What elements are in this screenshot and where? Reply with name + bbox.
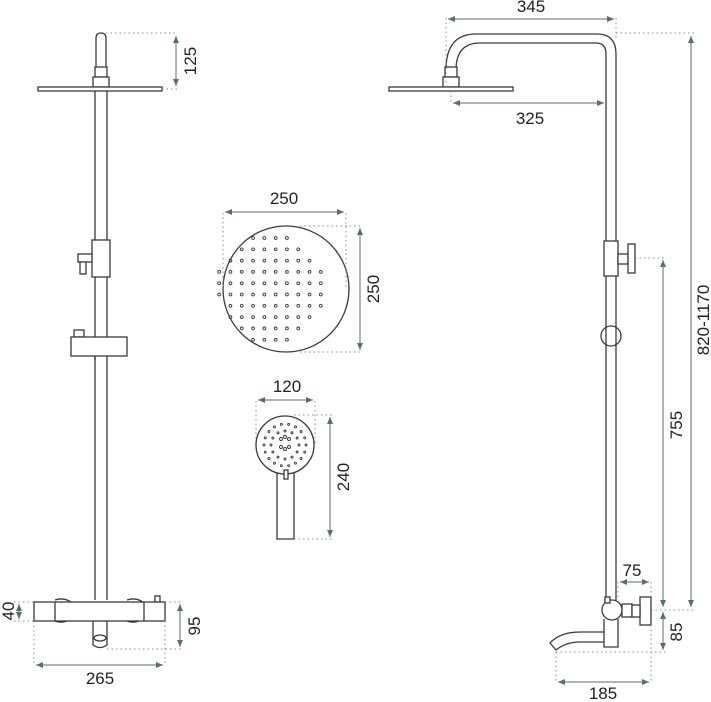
dim-valve-to-outlet: 755 [667, 411, 686, 439]
dim-hand-shower-height: 240 [334, 463, 353, 491]
dim-rain-head-height: 250 [364, 275, 383, 303]
rain-head-profile [37, 86, 163, 92]
rain-head-detail: 250 250 [217, 189, 383, 353]
dim-spout-offset: 75 [623, 561, 642, 580]
dim-arm-inner: 325 [516, 109, 544, 128]
diverter-lever [77, 253, 93, 263]
bath-spout [549, 631, 604, 651]
mixer-spout [92, 621, 108, 649]
rain-head-side-profile [388, 86, 514, 92]
slide-holder [70, 336, 128, 357]
thermostatic-mixer [33, 601, 166, 622]
dim-rain-head-width: 250 [270, 189, 298, 208]
rain-head-plate [222, 225, 350, 353]
thermostat-knob-side [639, 596, 652, 626]
dim-hand-shower-width: 120 [273, 377, 301, 396]
diverter-side [603, 240, 619, 277]
head-connector [92, 76, 110, 88]
dim-mixer-height: 40 [0, 602, 18, 621]
hand-shower-handle [276, 473, 295, 540]
dim-total-height: 820-1170 [694, 285, 711, 356]
dim-mixer-width: 265 [86, 669, 114, 688]
dim-spout-length: 185 [589, 684, 617, 702]
dim-arm-outer: 345 [517, 0, 545, 16]
dim-mixer-depth: 95 [185, 617, 204, 636]
top-pipe [95, 32, 107, 68]
shower-arm-outer [445, 33, 617, 600]
side-view: 345 325 820-1170 755 75 85 185 [388, 0, 711, 702]
dim-head-height: 125 [181, 47, 200, 75]
dim-spout-drop: 85 [667, 623, 686, 642]
nozzle-grid [217, 236, 323, 342]
hand-shower-detail: 120 240 [255, 377, 353, 540]
slide-ring [600, 325, 622, 347]
front-view: 125 40 95 265 [0, 32, 204, 688]
diverter-body [91, 239, 111, 278]
ball-joint [94, 66, 108, 78]
shower-arm-inner [455, 42, 607, 600]
diverter-knob-side [627, 243, 636, 274]
